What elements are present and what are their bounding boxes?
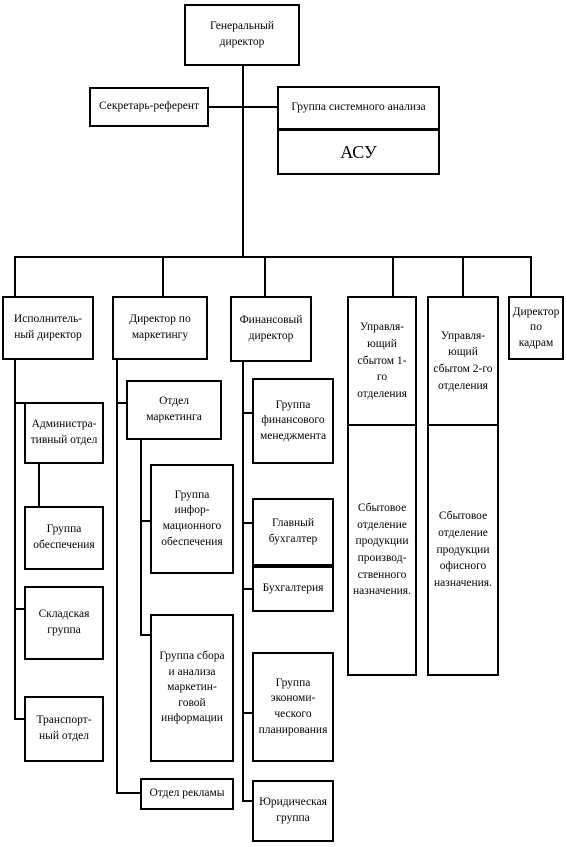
legal-group-box: Юридическая группа — [252, 780, 334, 842]
general-director-label: Генеральный директор — [209, 20, 275, 48]
executive-director-box: Исполнитель- ный директор — [2, 296, 94, 360]
info-support-group-box: Группа инфор- мационного обеспечения — [150, 464, 234, 574]
connector-line — [530, 256, 532, 296]
hr-director-box: Директор по кадрам — [508, 296, 564, 360]
accounting-box: Бухгалтерия — [252, 566, 334, 612]
transport-department-label: Транспорт- ный отдел — [36, 714, 92, 742]
connector-line — [140, 440, 142, 636]
connector-line — [242, 522, 254, 524]
system-analysis-group-box: Группа системного анализа — [277, 86, 440, 130]
connector-line — [14, 256, 16, 296]
connector-line — [242, 66, 244, 257]
economic-planning-group-label: Группа экономи- ческого планирования — [258, 676, 328, 736]
connector-line — [242, 412, 254, 414]
secretary-label: Секретарь-референт — [98, 100, 200, 113]
connector-line — [462, 256, 464, 296]
connector-line — [392, 256, 394, 296]
connector-line — [140, 520, 152, 522]
connector-line — [208, 106, 278, 108]
marketing-info-group-box: Группа сбора и анализа маркетин- говой и… — [150, 614, 234, 762]
connector-line — [242, 712, 254, 714]
info-support-group-label: Группа инфор- мационного обеспечения — [161, 488, 223, 548]
admin-department-label: Администра- тивный отдел — [30, 418, 98, 446]
supply-group-label: Группа обеспечения — [33, 523, 95, 551]
chief-accountant-label: Главный бухгалтер — [268, 517, 318, 545]
general-director-box: Генеральный директор — [184, 4, 300, 66]
connector-line — [14, 360, 16, 720]
marketing-department-box: Отдел маркетинга — [126, 380, 222, 440]
connector-line — [162, 256, 164, 296]
connector-line — [14, 256, 531, 258]
marketing-info-group-label: Группа сбора и анализа маркетин- говой и… — [159, 650, 225, 725]
marketing-director-label: Директор по маркетингу — [129, 313, 191, 341]
admin-department-box: Администра- тивный отдел — [24, 402, 104, 464]
secretary-box: Секретарь-референт — [89, 87, 209, 127]
marketing-department-label: Отдел маркетинга — [146, 395, 202, 423]
finance-director-label: Финансовый директор — [239, 314, 303, 342]
asu-box: АСУ — [277, 129, 440, 175]
supply-group-box: Группа обеспечения — [24, 506, 104, 570]
legal-group-label: Юридическая группа — [259, 796, 327, 824]
connector-line — [242, 588, 254, 590]
sales-2-manager-label: Управля- ющий сбытом 2-го отделения — [433, 329, 493, 392]
hr-director-label: Директор по кадрам — [512, 305, 560, 349]
advertising-department-box: Отдел рекламы — [140, 778, 234, 810]
system-analysis-group-label: Группа системного анализа — [291, 101, 426, 114]
chief-accountant-box: Главный бухгалтер — [252, 498, 334, 566]
sales-1-manager-box: Управля- ющий сбытом 1-го отделения Сбыт… — [347, 296, 417, 676]
connector-line — [140, 634, 152, 636]
executive-director-label: Исполнитель- ный директор — [13, 313, 83, 341]
connector-line — [14, 608, 26, 610]
financial-management-group-label: Группа финансового менеджмента — [259, 398, 327, 442]
warehouse-group-label: Складская группа — [38, 608, 90, 636]
connector-line — [242, 362, 244, 802]
transport-department-box: Транспорт- ный отдел — [24, 696, 104, 762]
connector-line — [14, 402, 26, 404]
warehouse-group-box: Складская группа — [24, 586, 104, 660]
connector-line — [264, 256, 266, 296]
accounting-label: Бухгалтерия — [262, 582, 324, 595]
asu-label: АСУ — [340, 141, 377, 162]
advertising-department-label: Отдел рекламы — [149, 787, 225, 800]
sales-2-department-label: Сбытовое отделение продукции офисного на… — [434, 510, 492, 589]
financial-management-group-box: Группа финансового менеджмента — [252, 378, 334, 464]
connector-line — [242, 800, 254, 802]
marketing-director-box: Директор по маркетингу — [112, 296, 208, 360]
finance-director-box: Финансовый директор — [230, 296, 312, 362]
sales-2-manager-box: Управля- ющий сбытом 2-го отделения Сбыт… — [427, 296, 499, 676]
connector-line — [14, 718, 26, 720]
connector-line — [38, 464, 40, 506]
connector-line — [116, 402, 128, 404]
sales-1-department-label: Сбытовое отделение продукции производ- с… — [353, 501, 411, 598]
connector-line — [116, 360, 118, 792]
economic-planning-group-box: Группа экономи- ческого планирования — [252, 652, 334, 762]
connector-line — [116, 792, 142, 794]
sales-1-manager-label: Управля- ющий сбытом 1-го отделения — [357, 321, 407, 400]
